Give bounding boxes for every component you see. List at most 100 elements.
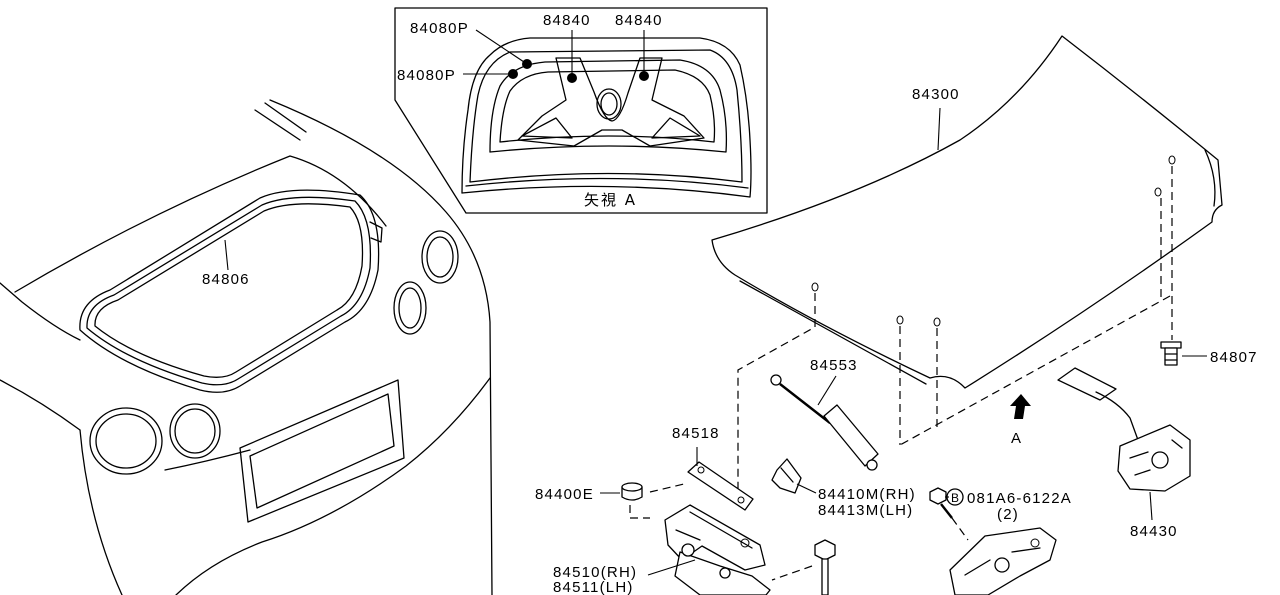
taillight-mid-outer	[393, 281, 427, 335]
bumper-lower-line	[79, 429, 123, 595]
taillight-lower-left-inner	[95, 413, 157, 469]
dashed-line	[649, 483, 685, 493]
clip-body	[1164, 347, 1178, 366]
label-84410m: 84410M(RH)	[818, 486, 916, 503]
bolt-head	[814, 539, 836, 561]
license-plate-recess-inner	[249, 393, 395, 509]
taillight-upper-outer	[421, 230, 459, 284]
latch-detail	[1129, 439, 1183, 476]
lock-base-pivot	[994, 557, 1010, 573]
taillight-lower-right-outer	[169, 403, 221, 459]
license-plate-recess	[239, 379, 405, 523]
inset-frame-border	[394, 7, 768, 214]
view-arrow-label: A	[1011, 430, 1022, 447]
inset-right-cutout	[651, 117, 701, 139]
label-84840-b: 84840	[615, 12, 663, 29]
trunk-opening-weatherstrip	[79, 189, 380, 393]
trunk-latch-84430	[1057, 367, 1191, 492]
weatherstrip-inner	[94, 203, 364, 378]
clip-head	[1160, 341, 1182, 349]
hinge-bolt	[814, 539, 836, 595]
label-84806: 84806	[202, 271, 250, 288]
taillight-lower-right-inner	[174, 408, 216, 454]
taillight-lower-left-outer	[89, 407, 163, 475]
lock-base-hole	[1030, 538, 1040, 548]
leader-84510	[647, 559, 696, 576]
c-pillar-line	[254, 109, 301, 141]
label-84430: 84430	[1130, 523, 1178, 540]
label-bolt-quantity: (2)	[997, 506, 1019, 523]
gas-strut-84553	[770, 374, 879, 471]
inset-view-caption: 矢視 A	[584, 191, 637, 209]
lock-bolt	[929, 487, 953, 519]
label-bolt-part-number: 081A6-6122A	[967, 490, 1072, 507]
taillight-upper-inner	[426, 236, 454, 278]
label-84511: 84511(LH)	[553, 579, 634, 595]
leader-84080p-a	[475, 29, 528, 65]
hinge-hole	[740, 538, 750, 548]
bolt-type-mark: B	[951, 491, 959, 505]
leader-84553	[817, 375, 837, 406]
bolt-head	[929, 487, 947, 505]
inset-lid-pan-inner	[499, 69, 716, 143]
label-84840-a: 84840	[543, 12, 591, 29]
weatherstrip-middle	[86, 196, 372, 386]
bracket-84518	[687, 461, 754, 511]
inset-view-frame	[394, 7, 768, 214]
lid-hole	[1168, 155, 1176, 165]
lock-base-detail	[964, 547, 1041, 576]
leader-84300	[937, 107, 941, 151]
label-84413m: 84413M(LH)	[818, 502, 913, 519]
lock-base-assembly	[949, 527, 1057, 595]
taillights	[89, 230, 459, 475]
car-rear-body	[0, 99, 493, 595]
inset-lid-pan-outer	[489, 59, 728, 153]
assembly-dashed-lines	[629, 166, 1173, 581]
strut-clip-detail	[780, 467, 794, 483]
trunk-lid-side-edge	[1204, 149, 1216, 207]
bolt-type-b-icon	[946, 488, 964, 506]
dashed-line	[737, 293, 816, 500]
label-84510: 84510(RH)	[553, 564, 637, 581]
bracket-plate	[687, 461, 754, 511]
label-84553: 84553	[810, 357, 858, 374]
bumper-side-line	[0, 379, 81, 431]
inset-center-hole	[596, 88, 622, 120]
inset-lid-lower-strip	[465, 177, 749, 189]
dashed-line	[899, 295, 1171, 446]
taillight-mid-inner	[398, 287, 422, 329]
strut-lower-end	[866, 459, 878, 471]
strut-upper-end	[770, 374, 782, 386]
label-84400e: 84400E	[535, 486, 594, 503]
dashed-line	[771, 565, 813, 581]
hinge-pivot	[681, 543, 695, 557]
rear-panel-line	[164, 449, 251, 471]
leader-84430	[1149, 491, 1153, 521]
trunk-hinge-84510	[664, 504, 771, 595]
dashed-line	[951, 517, 969, 541]
diffuser-line	[175, 377, 491, 595]
trunk-lid-lower-edge	[739, 280, 927, 385]
leader-84410m	[796, 483, 817, 494]
leader-84806	[224, 239, 229, 271]
rear-deck-line	[14, 155, 387, 293]
bumper-cap-84400e	[621, 482, 643, 501]
strut-clip-84410m	[771, 458, 802, 494]
view-arrow-a: A	[1010, 394, 1031, 447]
strut-rod	[779, 383, 831, 424]
clip-ribs	[1164, 353, 1178, 361]
strut-cylinder	[823, 404, 879, 467]
inset-lid-outer	[461, 37, 752, 198]
inset-trunk-lid-underside	[461, 37, 752, 198]
label-84080p-a: 84080P	[410, 20, 469, 37]
bolt-shank	[821, 558, 829, 595]
license-plate-recess-outer	[239, 379, 405, 523]
roof-and-body-side-line	[269, 99, 493, 595]
latch-cable	[1095, 391, 1139, 441]
view-arrow-icon	[1010, 394, 1031, 419]
lid-hole	[811, 282, 819, 292]
lid-hole	[896, 315, 904, 325]
trunk-lid-84300	[711, 35, 1223, 389]
dashed-line	[629, 505, 650, 519]
